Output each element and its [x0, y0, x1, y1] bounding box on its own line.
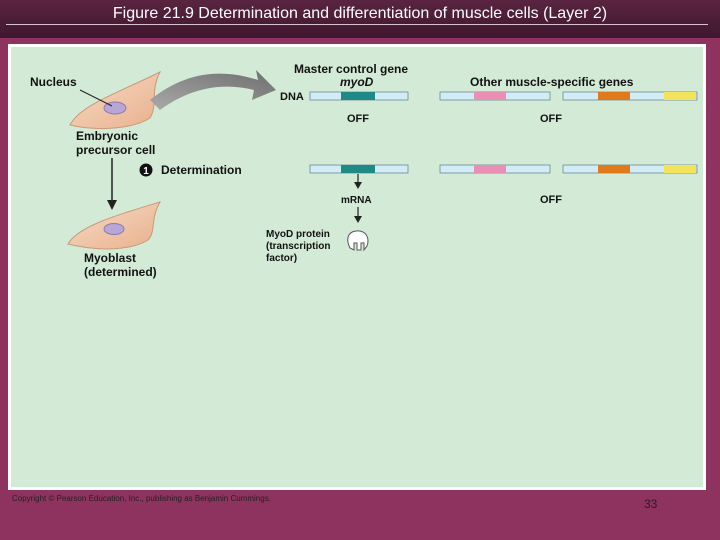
myod-protein-icon [347, 230, 369, 252]
gene-name-label: myoD [340, 75, 374, 89]
nucleus-label: Nucleus [30, 75, 77, 89]
yellow-gene-segment [664, 92, 696, 100]
off-label-other-bottom: OFF [540, 194, 562, 206]
protein-label-line1: MyoD protein [266, 229, 330, 240]
embryonic-label-line1: Embryonic [76, 129, 138, 143]
myod-gene-segment [341, 92, 375, 100]
copyright-notice: Copyright © Pearson Education, Inc., pub… [12, 494, 271, 503]
protein-label-line2: (transcription [266, 241, 330, 252]
step-number-badge [139, 163, 153, 177]
pink-gene-segment-2 [474, 165, 506, 173]
orange-gene-segment-2 [598, 165, 630, 173]
determination-label: Determination [161, 163, 242, 177]
myoblast-cell [67, 201, 162, 250]
translation-arrow-icon [354, 216, 362, 223]
down-arrow-icon [107, 200, 117, 210]
bottom-bar [0, 510, 720, 540]
protein-label-line3: factor) [266, 253, 297, 264]
myoblast-label-line2: (determined) [84, 265, 157, 279]
myoblast-nucleus-icon [103, 223, 125, 235]
title-rule [6, 24, 708, 25]
embryonic-label-line2: precursor cell [76, 143, 155, 157]
yellow-gene-segment-2 [664, 165, 696, 173]
off-label-myod: OFF [347, 113, 369, 125]
step-number: 1 [143, 166, 149, 177]
off-label-other-top: OFF [540, 113, 562, 125]
curved-arrow-icon [150, 70, 276, 110]
embryonic-precursor-cell [69, 70, 162, 129]
nucleus-pointer-line [79, 89, 113, 107]
dna-row-top [309, 91, 698, 101]
myod-gene-segment-2 [341, 165, 375, 173]
slide-title: Figure 21.9 Determination and differenti… [112, 5, 608, 22]
dna-label: DNA [280, 91, 304, 103]
orange-gene-segment [598, 92, 630, 100]
dna-row-bottom [309, 164, 698, 174]
other-genes-label: Other muscle-specific genes [470, 75, 634, 89]
pink-gene-segment [474, 92, 506, 100]
master-gene-label: Master control gene [294, 62, 408, 76]
transcription-arrow-icon [354, 182, 362, 189]
mrna-label: mRNA [341, 195, 372, 206]
title-bar: Figure 21.9 Determination and differenti… [0, 0, 720, 38]
page-number: 33 [644, 497, 658, 511]
myoblast-label-line1: Myoblast [84, 251, 136, 265]
